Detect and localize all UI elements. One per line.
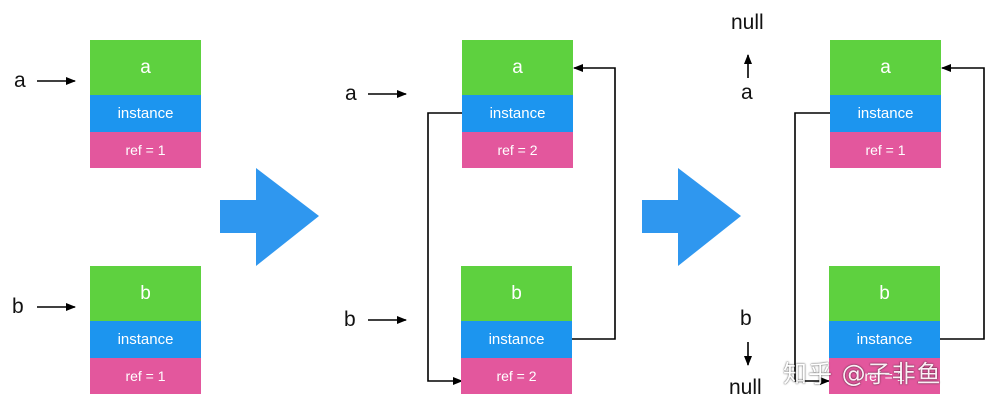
watermark: 知乎 @子非鱼 <box>783 360 942 388</box>
object-name: a <box>90 40 201 95</box>
object-name: a <box>462 40 573 95</box>
var-label-a: a <box>345 82 357 105</box>
object-name: b <box>829 266 940 321</box>
object-instance: instance <box>830 95 941 132</box>
ref-b-to-a-line-2 <box>572 64 616 340</box>
null-label-top: null <box>731 11 764 34</box>
transition-arrow-1-icon <box>220 168 319 266</box>
object-instance: instance <box>461 321 572 358</box>
object-ref-count: ref = 1 <box>90 132 201 168</box>
object-b-block: b instance ref = 1 <box>829 266 940 394</box>
object-instance: instance <box>90 321 201 358</box>
var-label-a: a <box>741 81 753 104</box>
transition-arrow-2-icon <box>642 168 741 266</box>
object-ref-count: ref = 1 <box>90 358 201 394</box>
object-name: a <box>830 40 941 95</box>
object-a-block: a instance ref = 1 <box>830 40 941 168</box>
null-label-bottom: null <box>729 376 762 399</box>
object-a-block: a instance ref = 2 <box>462 40 573 168</box>
object-ref-count: ref = 2 <box>461 358 572 394</box>
object-instance: instance <box>462 95 573 132</box>
object-name: b <box>461 266 572 321</box>
var-label-b: b <box>740 307 752 330</box>
ref-a-to-b-line-2 <box>427 112 463 385</box>
object-a-block: a instance ref = 1 <box>90 40 201 168</box>
object-instance: instance <box>90 95 201 132</box>
ref-b-to-a-line-3 <box>939 64 985 340</box>
ref-a-to-b-line-3 <box>794 112 831 385</box>
var-label-b: b <box>12 295 24 318</box>
object-ref-count: ref = 1 <box>830 132 941 168</box>
object-name: b <box>90 266 201 321</box>
object-ref-count: ref = 2 <box>462 132 573 168</box>
object-instance: instance <box>829 321 940 358</box>
object-b-block: b instance ref = 1 <box>90 266 201 394</box>
var-label-a: a <box>14 69 26 92</box>
object-b-block: b instance ref = 2 <box>461 266 572 394</box>
object-ref-count: ref = 1 <box>829 358 940 394</box>
var-label-b: b <box>344 308 356 331</box>
